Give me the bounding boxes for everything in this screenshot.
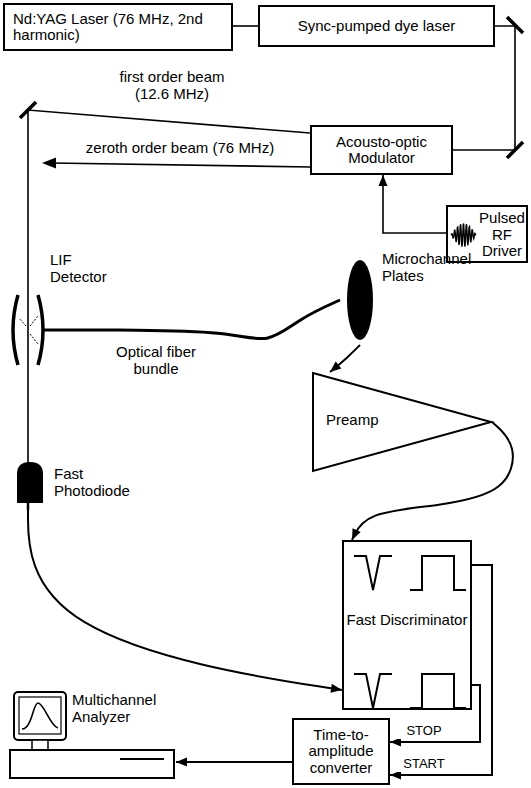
- drive-slot: [120, 758, 164, 760]
- edge-label: STOP: [396, 724, 452, 739]
- microchannel-plate: [347, 260, 373, 340]
- arrowhead: [330, 684, 342, 693]
- node-text: Acousto-optic Modulator: [320, 134, 443, 167]
- connector: [330, 345, 360, 372]
- photodiode: [17, 462, 43, 503]
- node-text: Pulsed RF Driver: [478, 210, 526, 260]
- laser-box: Nd:YAG Laser (76 MHz, 2nd harmonic): [3, 3, 233, 51]
- computer-base: [10, 750, 174, 778]
- arrowhead: [352, 528, 361, 540]
- edge-label: first order beam (12.6 MHz): [105, 68, 239, 103]
- rf-burst: [451, 224, 476, 247]
- connector: [118, 300, 340, 339]
- node-text: LIF Detector: [50, 252, 116, 285]
- connector: [383, 175, 446, 233]
- node-text: Multichannel Analyzer: [72, 692, 172, 725]
- zeroth-order-beam: [52, 163, 310, 167]
- logic-pulse: [410, 674, 466, 708]
- arrowhead: [330, 362, 341, 372]
- cable: [27, 503, 30, 510]
- fluorescence-ray: [19, 318, 26, 326]
- node-text: Nd:YAG Laser (76 MHz, 2nd harmonic): [13, 11, 223, 44]
- modulator-box: Acousto-optic Modulator: [310, 125, 453, 175]
- node-text: Preamp: [326, 412, 396, 429]
- laser-beam: [27, 250, 29, 375]
- node-text: Microchannel Plates: [382, 251, 486, 284]
- connector: [27, 375, 29, 458]
- arrowhead: [176, 758, 187, 767]
- node-text: Sync-pumped dye laser: [298, 18, 456, 35]
- amplifier-symbol: Preamp: [312, 372, 492, 472]
- node-text: Fast Photodiode: [54, 466, 140, 499]
- amplifier-triangle: [313, 373, 491, 471]
- node-text: Fast Discriminator: [344, 612, 470, 629]
- mcp-symbol: Microchannel Plates: [340, 245, 490, 345]
- connector: [176, 761, 292, 763]
- connector: [233, 25, 258, 27]
- laser-box: Sync-pumped dye laser: [258, 5, 495, 47]
- fiber-bundle: [42, 329, 118, 332]
- spectrum-curve: [22, 703, 58, 729]
- connector: [28, 510, 342, 690]
- screen: [19, 697, 61, 734]
- monitor: [14, 692, 66, 740]
- connector: [28, 110, 310, 250]
- discriminator-box: Fast Discriminator: [342, 540, 472, 710]
- monitor-stand: [32, 740, 48, 750]
- beam-label: zeroth order beam (76 MHz): [78, 139, 282, 156]
- edge-label: Optical fiber bundle: [98, 343, 214, 378]
- beam-arrowhead: [42, 158, 56, 169]
- computer-icon: Multichannel Analyzer: [8, 688, 176, 784]
- negative-pulse: [354, 674, 392, 708]
- logic-pulse: [410, 556, 466, 590]
- negative-pulse: [354, 556, 392, 590]
- edge-label: START: [396, 757, 452, 772]
- fluorescence-ray: [30, 316, 38, 326]
- photodiode-symbol: Fast Photodiode: [12, 458, 142, 510]
- fluorescence-ray: [30, 334, 38, 344]
- concave-mirror: [13, 295, 18, 365]
- converter-box: Time-to-amplitude converter: [292, 718, 390, 785]
- arrowhead: [379, 175, 388, 186]
- node-text: Time-to-amplitude converter: [302, 727, 380, 777]
